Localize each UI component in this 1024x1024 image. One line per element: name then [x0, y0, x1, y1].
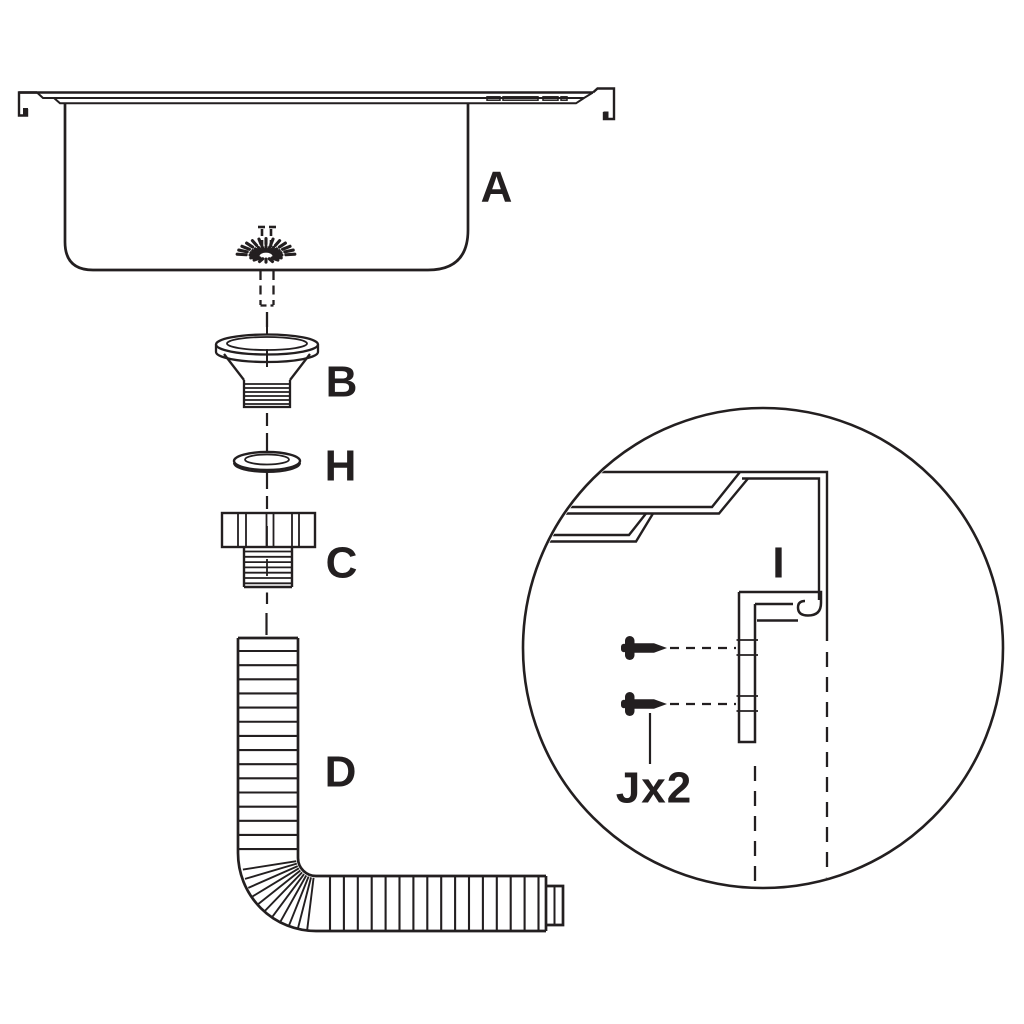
- screw-icon: [621, 636, 667, 660]
- sink-basin: [17, 87, 616, 327]
- drain-hose-part: [236, 636, 565, 933]
- locknut-part: [220, 511, 317, 589]
- strainer-threads: [244, 383, 290, 405]
- washer-part: [232, 450, 302, 473]
- drain-hole-starburst: [235, 225, 297, 264]
- strainer-part: [214, 321, 320, 409]
- label-strainer-b: B: [326, 358, 359, 407]
- rim-slots: [486, 96, 568, 101]
- label-locknut-c: C: [326, 539, 359, 588]
- detail-sink-rim-section: [540, 470, 829, 641]
- detail-circle: [521, 406, 1005, 890]
- bracket-screw-holes: [736, 639, 758, 712]
- locknut-threads: [244, 550, 292, 585]
- mounting-clip-left: [17, 91, 37, 117]
- assembly-centerline: [265, 413, 269, 635]
- hose-corrugation-vertical: [238, 649, 298, 851]
- mounting-bracket: [737, 590, 823, 744]
- label-washer-h: H: [325, 442, 358, 491]
- drain-stub-hidden: [259, 271, 275, 327]
- label-screws-jx2: Jx2: [616, 764, 692, 813]
- sink-rim: [19, 91, 594, 105]
- label-sink-a: A: [481, 163, 514, 212]
- screw-icon: [621, 692, 667, 716]
- hose-corrugation-horizontal: [328, 876, 540, 931]
- label-bracket-i: I: [772, 539, 785, 588]
- label-hose-d: D: [325, 748, 358, 797]
- screw-guide-lines: [670, 646, 736, 706]
- detail-view: [521, 406, 1005, 890]
- sink-bowl-outline: [63, 102, 470, 272]
- hose-elbow-corrugation: [242, 860, 315, 932]
- mounting-clip-right: [592, 87, 616, 121]
